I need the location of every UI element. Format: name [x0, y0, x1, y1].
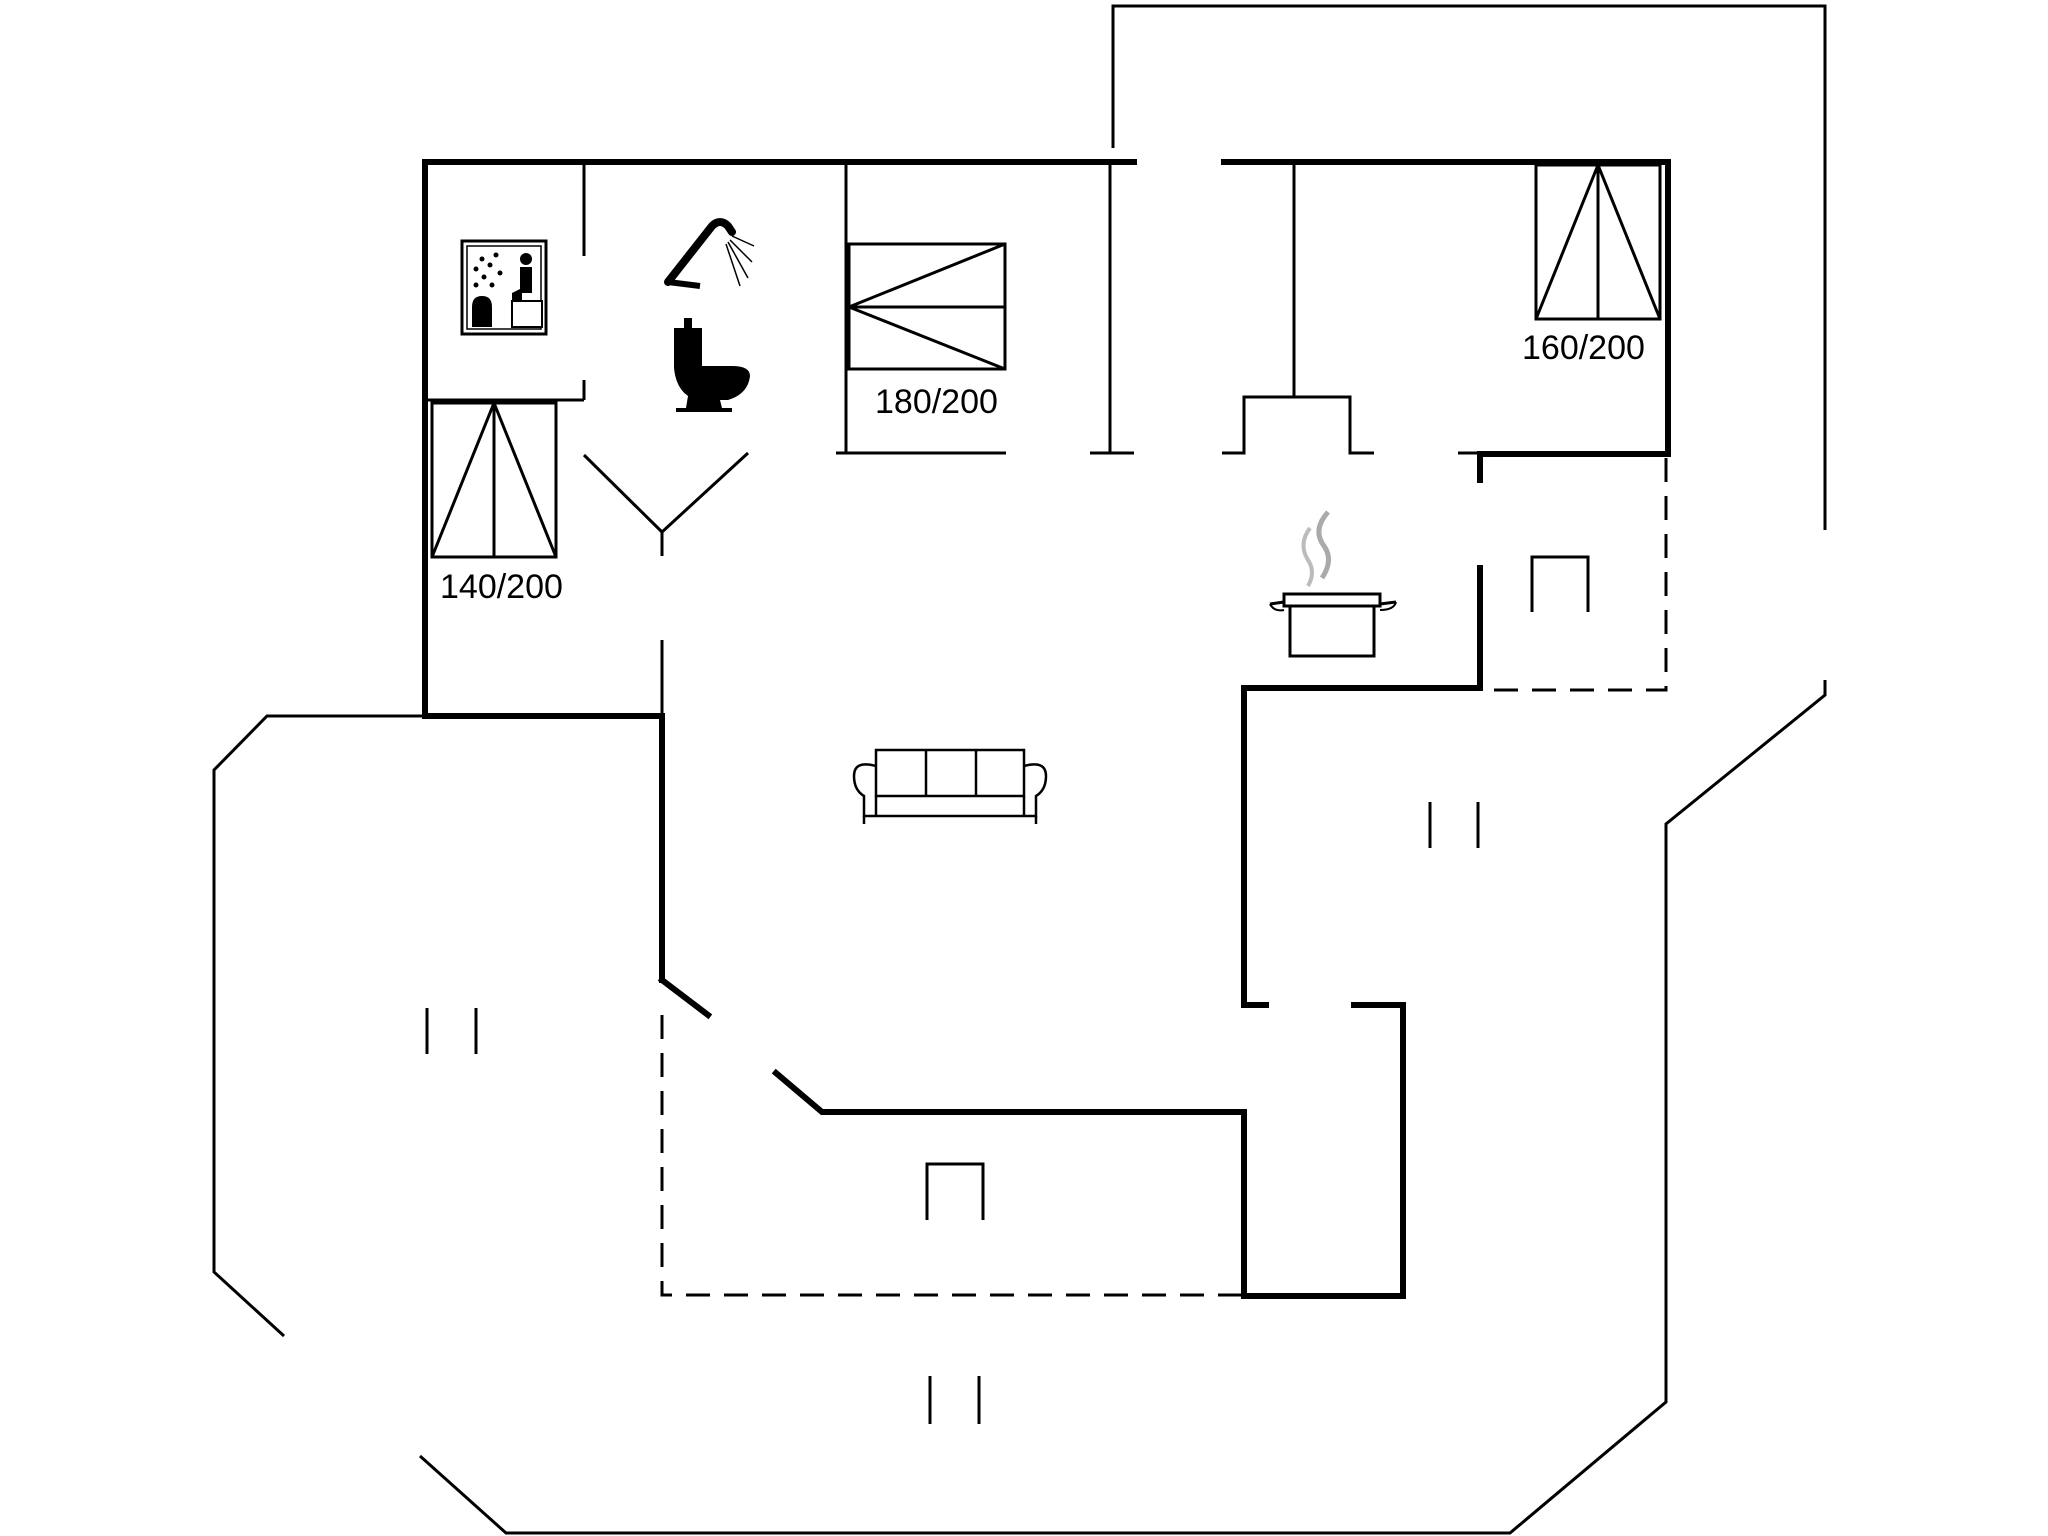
- door-opening-icon: [1530, 555, 1590, 612]
- terrace-outline: [212, 4, 1827, 1535]
- toilet-icon: [674, 318, 750, 412]
- bed-size-label: 140/200: [440, 568, 563, 606]
- terrace-step-icon: [928, 1376, 981, 1424]
- door-opening-icon: [925, 1162, 985, 1220]
- bed-size-label: 160/200: [1522, 329, 1645, 367]
- shower-icon: [664, 218, 755, 289]
- terrace-step-icon: [1428, 802, 1480, 848]
- terrace-step-icon: [425, 1008, 478, 1054]
- interior-walls: [428, 165, 1482, 714]
- bed-180: 180/200: [844, 242, 1007, 421]
- dashed-zones: [660, 458, 1668, 1297]
- sauna-icon: [460, 239, 548, 336]
- house-walls: [422, 159, 1671, 1299]
- sofa-icon: [852, 748, 1048, 824]
- bed-size-label: 180/200: [875, 383, 998, 421]
- bed-140: 140/200: [430, 398, 563, 606]
- cooking-pot-icon: [1269, 510, 1397, 658]
- bed-160: 160/200: [1522, 160, 1662, 367]
